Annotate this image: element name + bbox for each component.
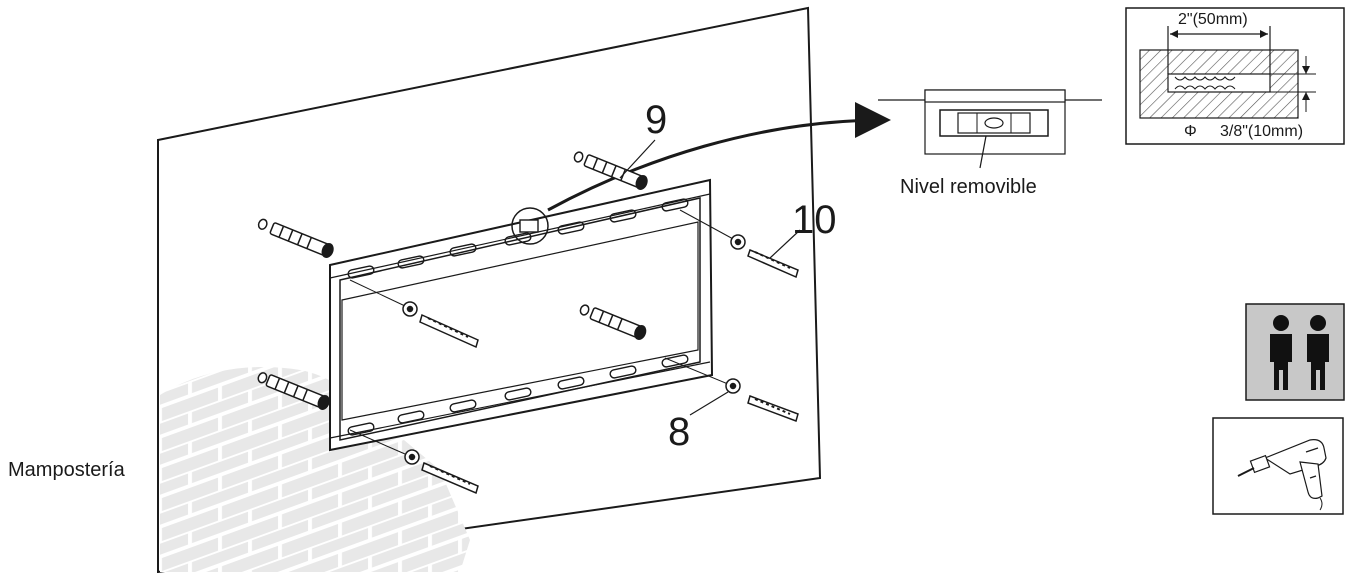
zoom-arrow <box>547 102 891 212</box>
level-detail <box>878 89 1102 169</box>
drill-depth-label: 2"(50mm) <box>1178 11 1248 28</box>
level-zoom-circle <box>511 207 549 245</box>
diameter-symbol: Φ <box>1184 123 1197 140</box>
lag-screws <box>349 209 799 495</box>
part-number-9: 9 <box>645 98 667 142</box>
part-number-8: 8 <box>668 410 690 454</box>
power-drill-icon <box>1212 417 1344 515</box>
drill-hole-detail <box>1125 7 1345 145</box>
part-number-10: 10 <box>792 198 837 242</box>
masonry-label: Mampostería <box>8 459 126 481</box>
wall-bracket <box>329 178 714 452</box>
leader-lines <box>619 139 801 416</box>
wall-anchors <box>257 151 648 410</box>
two-persons-icon <box>1245 303 1345 401</box>
masonry-area <box>160 367 470 572</box>
level-label: Nivel removible <box>900 176 1037 198</box>
drill-diameter-label: 3/8"(10mm) <box>1220 123 1303 140</box>
